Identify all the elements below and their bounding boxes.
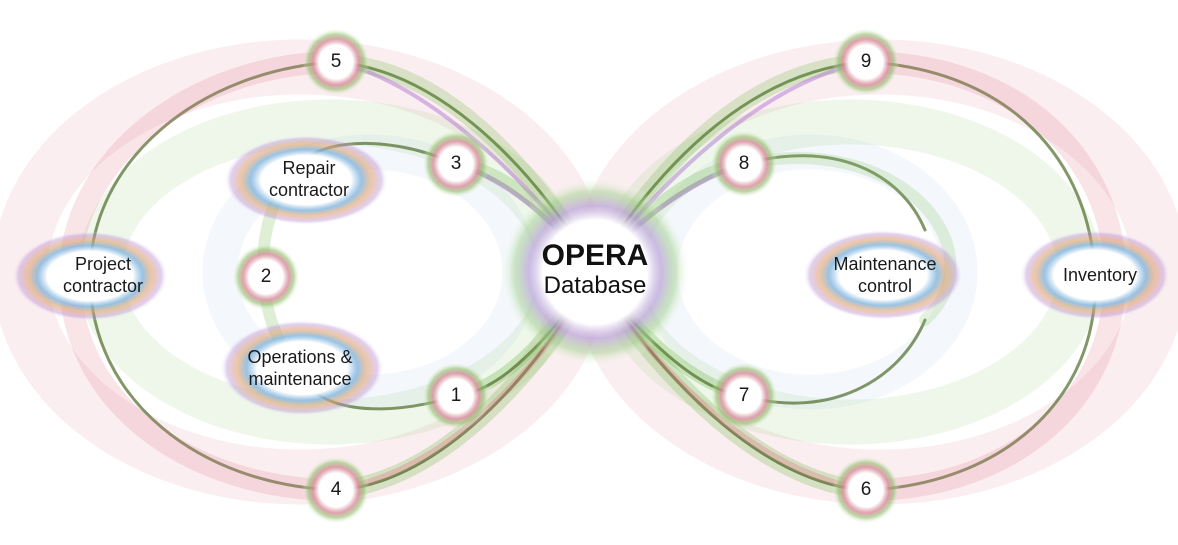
node-inventory: Inventory [1062,265,1138,285]
step-4-badge: 4 [321,475,351,505]
step-3-badge: 3 [441,149,471,179]
step-6-badge: 6 [851,475,881,505]
step-5-badge: 5 [321,47,351,77]
node-repair-contractor: Repair contractor [268,158,350,200]
node-halos [12,28,1170,524]
hub-node: OPERA Database [535,240,655,300]
step-2-badge: 2 [251,262,281,292]
step-9-badge: 9 [851,47,881,77]
node-maintenance-control: Maintenance control [833,254,937,296]
node-operations-maintenance: Operations & maintenance [247,347,353,389]
hub-subtitle: Database [543,272,647,299]
step-8-badge: 8 [729,149,759,179]
step-1-badge: 1 [441,381,471,411]
node-project-contractor: Project contractor [62,254,144,296]
hub-title: OPERA [541,239,649,272]
step-7-badge: 7 [729,381,759,411]
